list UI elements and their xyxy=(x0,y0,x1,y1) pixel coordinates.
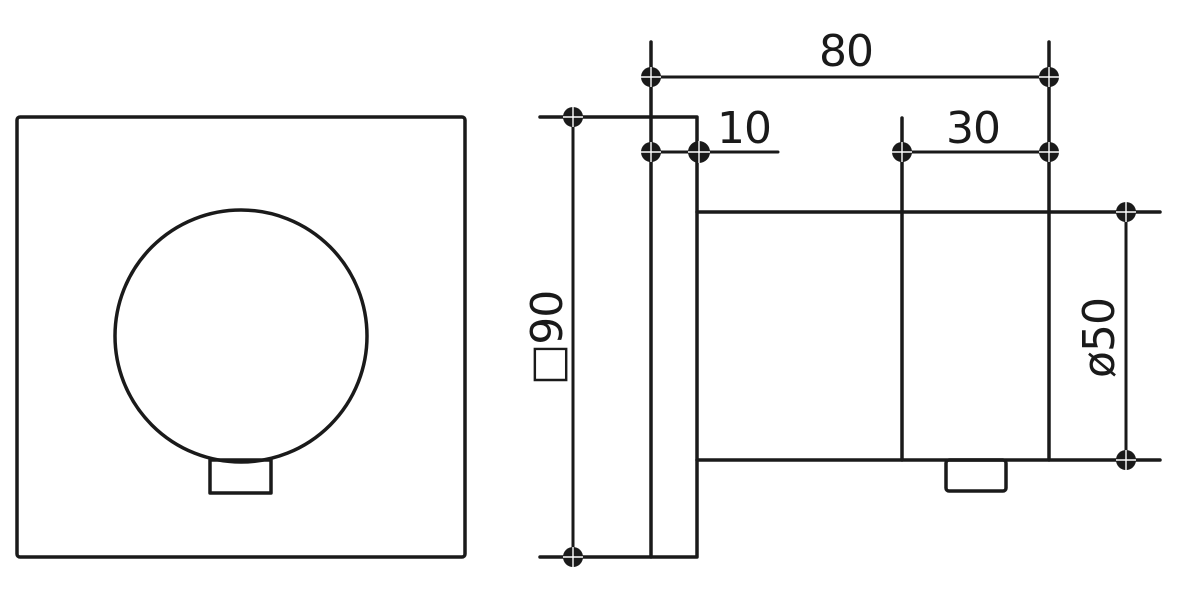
dimension-dots xyxy=(563,67,1136,567)
dim-30-label: 30 xyxy=(946,103,1000,154)
dot-50-top xyxy=(1116,202,1136,222)
dot-50-bottom xyxy=(1116,450,1136,470)
side-plate xyxy=(538,115,699,559)
dot-80-left xyxy=(641,67,661,87)
side-knob-tab xyxy=(944,458,1008,493)
dot-30-left xyxy=(892,142,912,162)
dot-30-right xyxy=(1039,142,1059,162)
dot-90-top xyxy=(563,107,583,127)
dim-80-label: 80 xyxy=(819,26,873,77)
dot-90-bottom xyxy=(563,547,583,567)
dot-80-right xyxy=(1039,67,1059,87)
front-knob xyxy=(113,208,369,464)
dot-10-right xyxy=(688,141,710,163)
dot-10-left xyxy=(641,142,661,162)
dim-90-label: □90 xyxy=(522,291,573,386)
side-view: 80 10 30 □90 ø50 xyxy=(522,26,1162,567)
dim-50-label: ø50 xyxy=(1074,298,1125,378)
dim-10-label: 10 xyxy=(717,103,771,154)
front-knob-tab xyxy=(208,458,273,495)
front-plate xyxy=(15,115,467,559)
front-view xyxy=(15,115,467,559)
